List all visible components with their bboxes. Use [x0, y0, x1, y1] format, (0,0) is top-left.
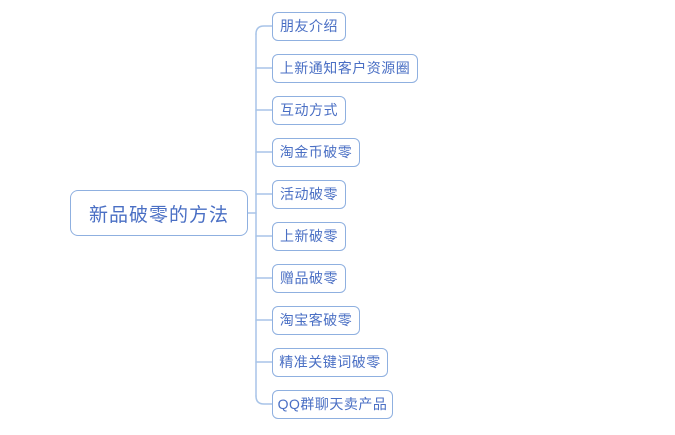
branch-node-label: 淘金币破零	[279, 144, 353, 160]
branch-node-label: 精准关键词破零	[279, 354, 381, 370]
branch-node-label: 上新通知客户资源圈	[279, 60, 411, 76]
branch-node[interactable]: 精准关键词破零	[272, 347, 388, 377]
root-node[interactable]: 新品破零的方法	[70, 190, 248, 236]
branch-node-label: 朋友介绍	[280, 18, 338, 34]
branch-node[interactable]: 互动方式	[272, 95, 346, 125]
branch-node-label: 互动方式	[280, 102, 338, 118]
branch-node-label: 上新破零	[280, 228, 338, 244]
branch-node[interactable]: 赠品破零	[272, 263, 346, 293]
branch-node[interactable]: 淘金币破零	[272, 137, 360, 167]
branch-connector-0	[255, 25, 273, 35]
branch-node-label: 活动破零	[280, 186, 338, 202]
branch-node[interactable]: 活动破零	[272, 179, 346, 209]
branch-node-label: QQ群聊天卖产品	[277, 396, 388, 412]
branch-node[interactable]: 淘宝客破零	[272, 305, 360, 335]
branch-node-label: 淘宝客破零	[279, 312, 353, 328]
branch-node[interactable]: QQ群聊天卖产品	[272, 389, 393, 419]
branch-connector-9	[255, 395, 273, 405]
branch-node[interactable]: 上新破零	[272, 221, 346, 251]
branch-node[interactable]: 朋友介绍	[272, 11, 346, 41]
branch-node-label: 赠品破零	[280, 270, 338, 286]
root-node-label: 新品破零的方法	[88, 204, 229, 226]
branch-node[interactable]: 上新通知客户资源圈	[272, 53, 418, 83]
